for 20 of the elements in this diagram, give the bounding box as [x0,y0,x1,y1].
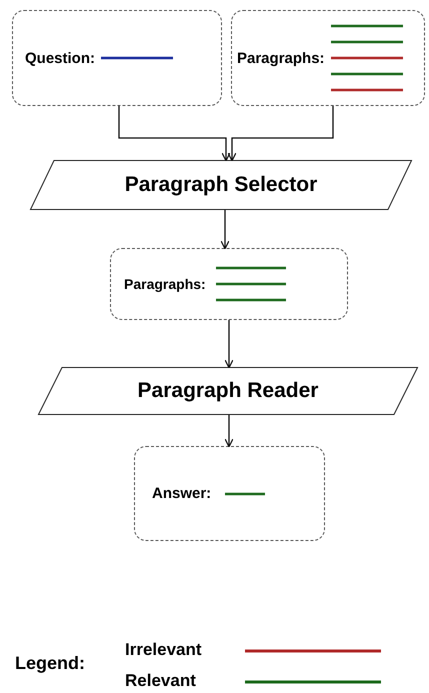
arrow [227,106,334,162]
field-label: Paragraphs: [237,50,325,66]
arrow [224,320,234,368]
field-label: Answer: [152,485,212,502]
process-label: Paragraph Selector [124,173,318,197]
data-box [12,10,222,106]
process-parallelogram [30,160,412,210]
data-box [231,10,425,106]
process-label: Paragraph Reader [138,379,318,403]
legend-label: Relevant [125,671,196,691]
arrow [118,106,231,162]
field-label: Question: [25,50,95,66]
arrow [224,415,234,448]
data-box [134,446,325,541]
process-parallelogram [38,367,418,415]
legend-label: Irrelevant [125,640,202,660]
arrow [220,210,230,250]
field-label: Paragraphs: [124,276,206,292]
legend-title: Legend: [15,653,85,674]
data-box [110,248,348,320]
